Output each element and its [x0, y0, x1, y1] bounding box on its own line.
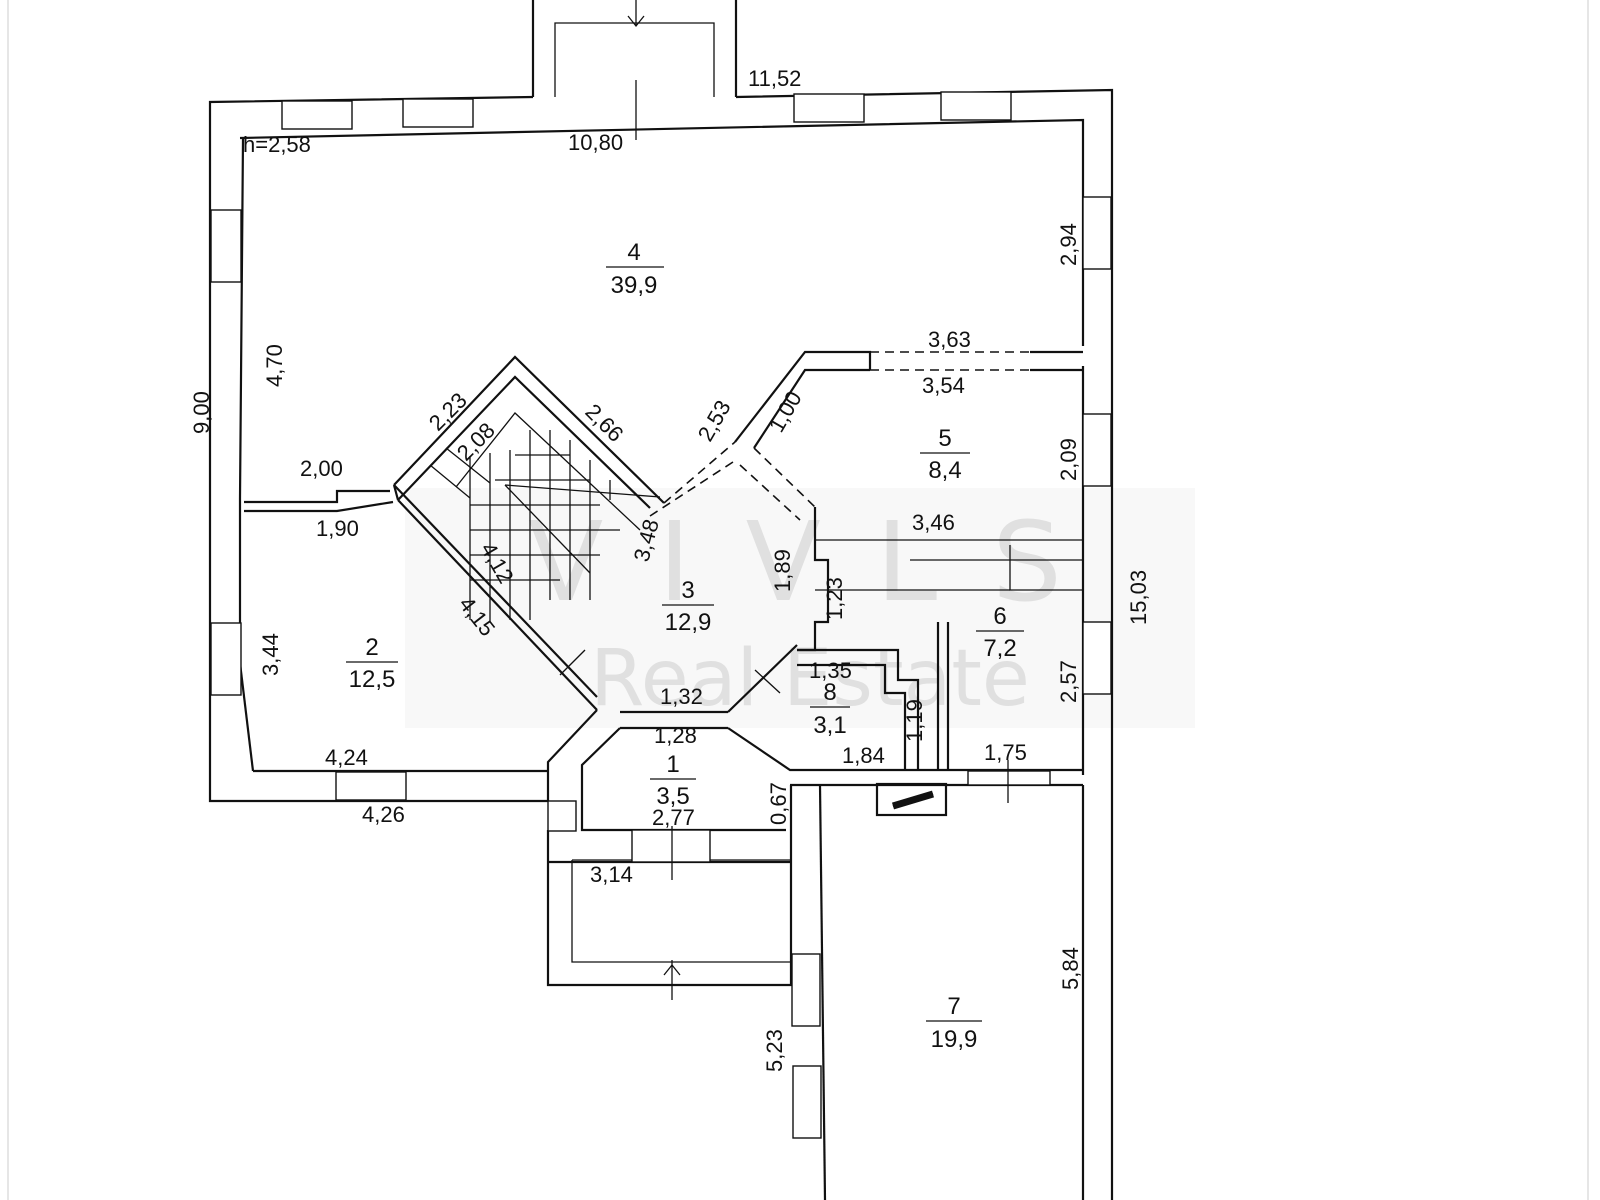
svg-text:12,9: 12,9 — [665, 609, 712, 636]
dim-label: 4,26 — [362, 802, 405, 827]
svg-text:19,9: 19,9 — [931, 1026, 978, 1053]
window — [210, 622, 242, 696]
dim-label: 2,00 — [300, 456, 343, 481]
dim-label: 3,63 — [928, 327, 971, 352]
dim-label: 1,35 — [809, 658, 852, 683]
dim-label: 2,57 — [1056, 660, 1081, 703]
dim-label: 1,32 — [660, 684, 703, 709]
walls — [208, 0, 1114, 1200]
dim-label: 1,00 — [764, 387, 807, 437]
dim-label: 3,44 — [258, 633, 283, 676]
dim-label: 4,24 — [325, 745, 368, 770]
svg-text:6: 6 — [993, 603, 1006, 630]
svg-text:1: 1 — [666, 751, 679, 778]
svg-text:39,9: 39,9 — [611, 272, 658, 299]
dim-label: 2,94 — [1056, 223, 1081, 266]
windows — [210, 91, 1112, 1139]
dim-label: 2,66 — [580, 399, 628, 447]
svg-text:5: 5 — [938, 425, 951, 452]
room-6-label: 6 7,2 — [976, 603, 1024, 662]
window — [281, 100, 353, 130]
arrow-head-icon — [663, 963, 681, 976]
window — [967, 770, 1051, 786]
dim-label: 2,23 — [424, 388, 472, 436]
dim-label: 0,67 — [766, 782, 791, 825]
openings — [649, 351, 1030, 521]
watermark-logo: V I V L S — [528, 498, 1072, 626]
room-5-label: 5 8,4 — [920, 425, 970, 484]
room-1-label: 1 3,5 — [650, 751, 696, 810]
dim-label: 1,90 — [316, 516, 359, 541]
window — [940, 91, 1012, 121]
svg-text:8,4: 8,4 — [928, 457, 961, 484]
window — [1082, 196, 1112, 270]
svg-text:3,5: 3,5 — [656, 783, 689, 810]
dim-label: 2,77 — [652, 805, 695, 830]
svg-text:2: 2 — [365, 634, 378, 661]
window — [631, 829, 711, 863]
dim-label: 5,23 — [762, 1029, 787, 1072]
dim-label: 2,53 — [693, 396, 736, 446]
window — [210, 209, 242, 283]
dim-label: 1,89 — [770, 549, 795, 592]
dim-label: 2,09 — [1056, 438, 1081, 481]
window — [792, 1065, 822, 1139]
svg-text:4: 4 — [627, 239, 640, 266]
window — [791, 953, 821, 1027]
dim-label: 3,54 — [922, 373, 965, 398]
watermark: V I V L S Real Estate — [405, 488, 1195, 728]
window — [1082, 413, 1112, 487]
room-labels: 4 39,9 5 8,4 2 12,5 3 12,9 6 7,2 8 3,1 — [346, 239, 1024, 1053]
svg-text:12,5: 12,5 — [349, 666, 396, 693]
watermark-band — [405, 488, 1195, 728]
entry-arrows — [627, 0, 1009, 1000]
svg-text:7,2: 7,2 — [983, 635, 1016, 662]
dim-label: 9,00 — [189, 391, 214, 434]
dim-label: 1,28 — [654, 723, 697, 748]
window — [793, 93, 865, 123]
svg-text:3,1: 3,1 — [813, 712, 846, 739]
room-8-label: 8 3,1 — [810, 679, 850, 739]
dim-label: 1,84 — [842, 743, 885, 768]
dim-label: 4,70 — [262, 344, 287, 387]
svg-text:3: 3 — [681, 577, 694, 604]
dim-label: 3,14 — [590, 862, 633, 887]
height-label: h=2,58 — [243, 132, 311, 157]
dim-label: 1,75 — [984, 740, 1027, 765]
room-4-label: 4 39,9 — [606, 239, 664, 299]
dim-label: 1,23 — [822, 577, 847, 620]
room-3-label: 3 12,9 — [662, 577, 714, 636]
svg-text:8: 8 — [823, 679, 836, 706]
window — [547, 800, 577, 832]
dim-label: 15,03 — [1126, 570, 1151, 625]
dim-label: 3,46 — [912, 510, 955, 535]
window — [335, 771, 407, 801]
dim-label: 10,80 — [568, 130, 623, 155]
window — [1082, 621, 1112, 695]
window — [402, 98, 474, 128]
svg-text:7: 7 — [947, 993, 960, 1020]
room-2-label: 2 12,5 — [346, 634, 398, 693]
dim-label: 11,52 — [748, 66, 801, 91]
dim-label: 5,84 — [1058, 947, 1083, 990]
dim-label: 1,19 — [902, 699, 927, 742]
room-7-label: 7 19,9 — [926, 993, 982, 1053]
